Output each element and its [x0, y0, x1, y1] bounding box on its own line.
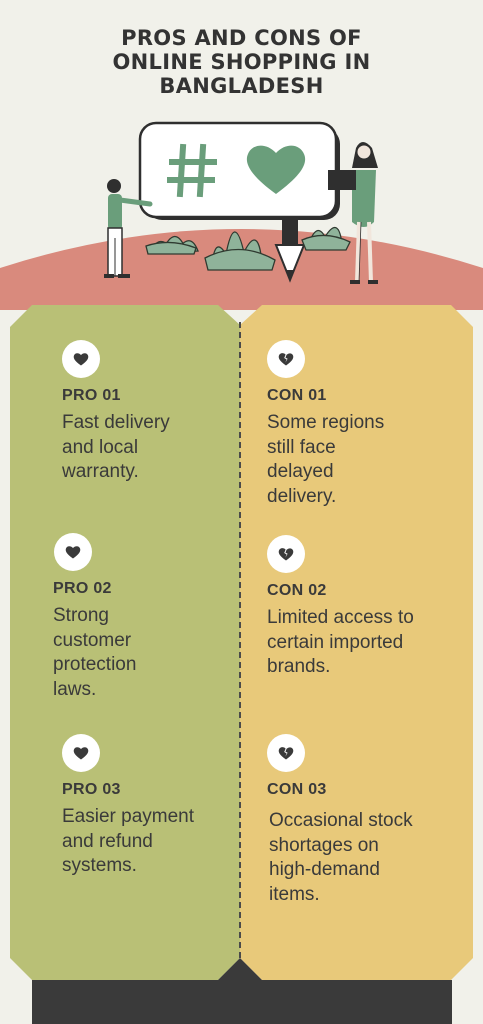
billboard: [138, 121, 340, 283]
con-description: Some regions still face delayed delivery…: [267, 411, 384, 509]
desc-line: and refund: [62, 830, 153, 852]
title-line: PROS AND CONS OF: [121, 26, 362, 50]
con-description: Occasional stock shortages on high-deman…: [269, 809, 413, 907]
pro-description: Easier payment and refund systems.: [62, 805, 194, 879]
desc-line: Limited access to: [267, 607, 414, 628]
panel-divider: [239, 322, 241, 958]
con-item-2: CON 02 Limited access to certain importe…: [267, 535, 414, 680]
con-label: CON 02: [267, 582, 327, 599]
plant-left: [145, 235, 199, 255]
plant-right: [301, 226, 351, 251]
title-line: ONLINE SHOPPING IN: [112, 50, 371, 74]
pro-item-2: PRO 02 Strong customer protection laws.: [53, 533, 136, 702]
con-label: CON 03: [267, 781, 327, 798]
desc-line: protection: [53, 654, 137, 675]
desc-line: brands.: [267, 656, 331, 677]
hash-icon: [167, 143, 217, 198]
heart-icon: [54, 533, 92, 571]
person-right: [328, 142, 378, 284]
desc-line: delivery.: [267, 485, 337, 507]
pro-label: PRO 01: [62, 387, 121, 404]
desc-line: laws.: [53, 678, 97, 700]
desc-line: items.: [269, 883, 320, 905]
desc-line: shortages on: [269, 834, 379, 856]
cons-panel: [240, 305, 473, 980]
con-description: Limited access to certain imported brand…: [267, 606, 414, 680]
desc-line: customer: [53, 629, 132, 651]
desc-line: and local: [62, 436, 139, 458]
con-item-1: CON 01 Some regions still face delayed d…: [267, 340, 384, 509]
pros-panel: [10, 305, 240, 980]
desc-line: Some regions: [267, 412, 385, 433]
page-title: PROS AND CONS OF ONLINE SHOPPING IN BANG…: [0, 26, 483, 98]
desc-line: still face: [267, 436, 336, 458]
pro-item-3: PRO 03 Easier payment and refund systems…: [62, 734, 194, 879]
desc-line: delayed: [267, 461, 334, 482]
illustration: [0, 121, 483, 310]
desc-line: certain imported: [267, 631, 404, 653]
desc-line: Strong: [53, 605, 109, 626]
heart-icon: [62, 734, 100, 772]
plant-center: [204, 231, 276, 271]
desc-line: systems.: [62, 855, 137, 876]
pro-label: PRO 02: [53, 580, 112, 597]
con-label: CON 01: [267, 387, 327, 404]
pro-item-1: PRO 01 Fast delivery and local warranty.: [62, 340, 170, 485]
pro-label: PRO 03: [62, 781, 121, 798]
title-line: BANGLADESH: [159, 74, 324, 98]
broken-heart-icon: [267, 535, 305, 573]
heart-icon: [246, 145, 306, 194]
panel-bottom-notch: [218, 958, 262, 980]
person-left: [104, 179, 153, 278]
desc-line: high-demand: [269, 859, 380, 880]
pro-description: Fast delivery and local warranty.: [62, 411, 170, 485]
heart-icon: [62, 340, 100, 378]
con-item-3: CON 03 Occasional stock shortages on hig…: [267, 734, 413, 907]
desc-line: Fast delivery: [62, 412, 170, 433]
desc-line: warranty.: [62, 461, 139, 482]
broken-heart-icon: [267, 734, 305, 772]
pro-description: Strong customer protection laws.: [53, 604, 136, 702]
broken-heart-icon: [267, 340, 305, 378]
desc-line: Occasional stock: [269, 810, 413, 831]
footer-bar: [32, 980, 452, 1024]
desc-line: Easier payment: [62, 806, 195, 827]
